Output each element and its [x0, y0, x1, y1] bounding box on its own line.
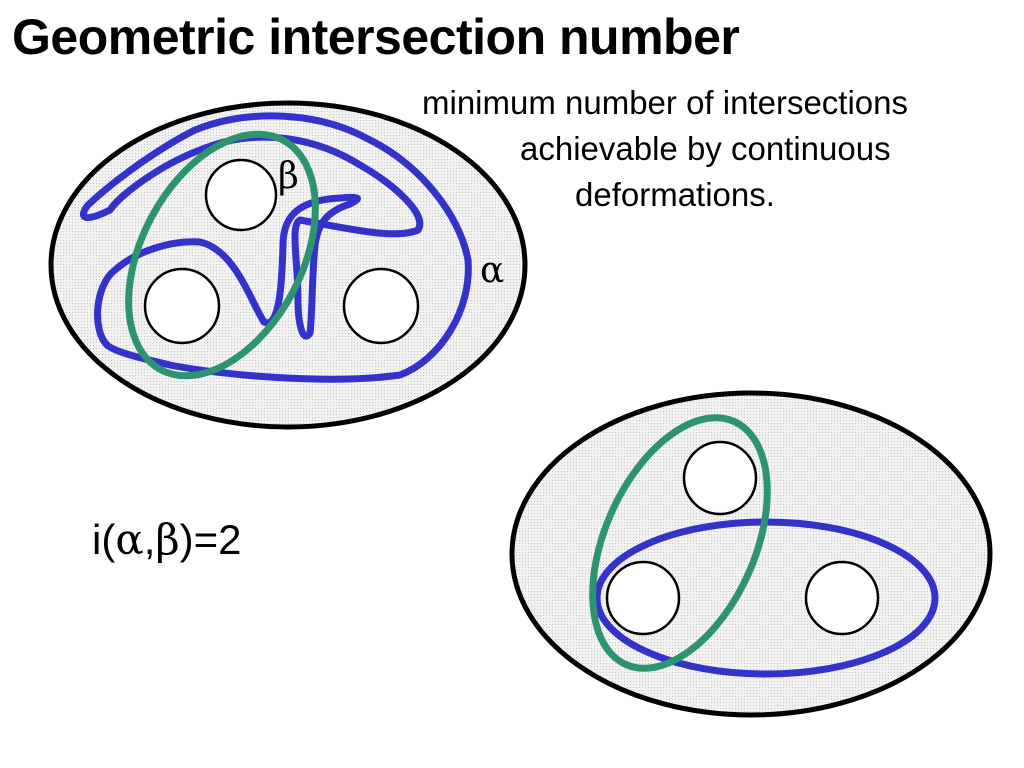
intersection-formula: i(α,β)=2	[92, 515, 242, 564]
hole-top	[204, 158, 278, 232]
alpha-label: α	[480, 250, 505, 291]
hole-left	[143, 267, 221, 345]
definition-line-3: deformations.	[575, 176, 775, 213]
formula-alpha: α	[115, 515, 144, 564]
beta-curve	[125, 130, 319, 380]
surface-after-deformation	[509, 390, 993, 718]
formula-beta: β	[155, 515, 180, 564]
definition-text: minimum number of intersections achievab…	[400, 80, 1024, 218]
surface-boundary-2	[509, 390, 993, 718]
formula-suffix: )=2	[179, 516, 242, 563]
definition-line-1: minimum number of intersections	[422, 84, 909, 121]
definition-line-2: achievable by continuous	[520, 130, 891, 167]
beta-label: β	[278, 156, 299, 197]
slide-title: Geometric intersection number	[12, 9, 740, 65]
hole-right	[342, 267, 420, 345]
beta-curve-2	[589, 414, 771, 672]
hole-left-2	[605, 560, 681, 636]
formula-comma: ,	[143, 516, 156, 563]
surface-before-deformation	[48, 100, 528, 430]
formula-prefix: i(	[92, 516, 116, 563]
hole-right-2	[804, 560, 880, 636]
alpha-curve	[80, 112, 472, 383]
hole-top-2	[682, 440, 758, 516]
